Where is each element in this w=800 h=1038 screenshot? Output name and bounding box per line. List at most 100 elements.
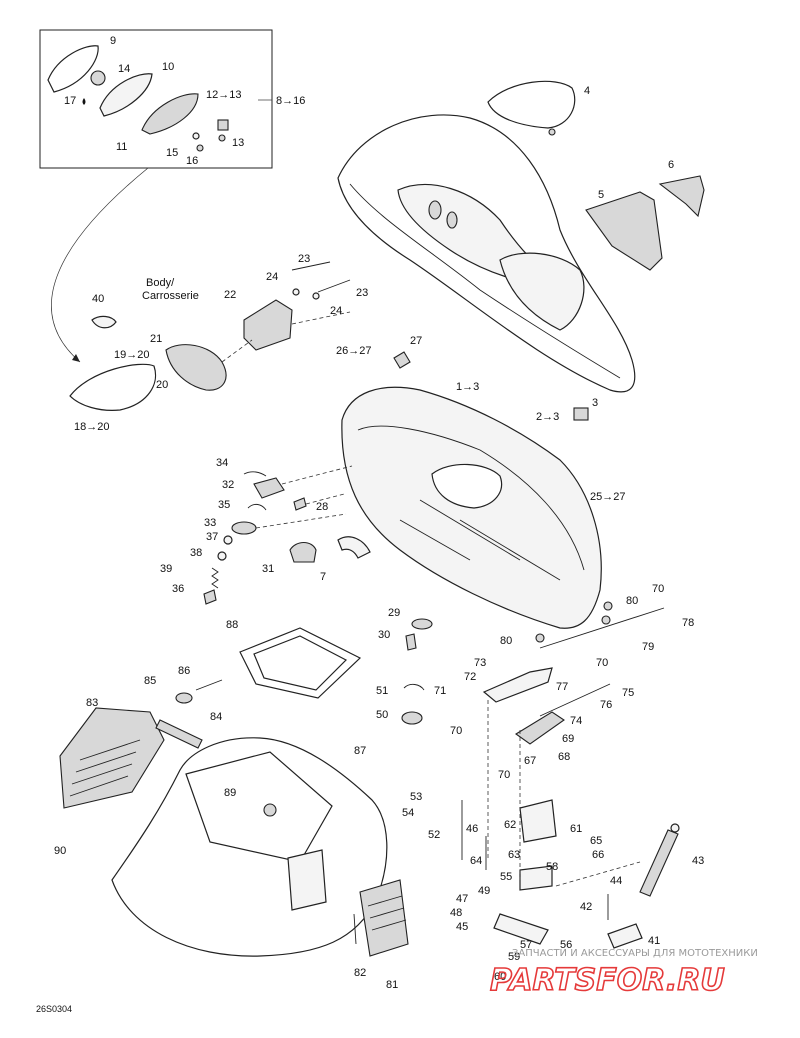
part-61-bracket xyxy=(519,799,557,843)
callout-56: 56 xyxy=(560,939,572,951)
callout-66: 66 xyxy=(592,849,604,861)
callout-32: 32 xyxy=(222,479,234,491)
dash-shock xyxy=(555,861,641,887)
part-23-bolt-b xyxy=(317,279,351,293)
part-4-stud xyxy=(548,128,556,136)
callout-23b: 23 xyxy=(356,287,368,299)
callout-62: 62 xyxy=(504,819,516,831)
callout-85: 85 xyxy=(144,675,156,687)
callout-80a: 80 xyxy=(626,595,638,607)
part-27-nut xyxy=(393,351,411,369)
dash-linkage xyxy=(487,700,521,880)
callout-75: 75 xyxy=(622,687,634,699)
inset-arrow-icon xyxy=(72,354,80,362)
part-43-shock xyxy=(639,829,679,897)
part-28-screw xyxy=(293,497,307,511)
part-86-screw xyxy=(195,679,223,691)
callout-4: 4 xyxy=(584,85,590,97)
callout-48: 48 xyxy=(450,907,462,919)
callout-7: 7 xyxy=(320,571,326,583)
callout-12: 12→13 xyxy=(206,89,241,101)
callout-54: 54 xyxy=(402,807,414,819)
callout-64: 64 xyxy=(470,855,482,867)
callout-40: 40 xyxy=(92,293,104,305)
part-1-hole-b xyxy=(446,211,458,229)
callout-2: 2→3 xyxy=(536,411,559,423)
callout-20: 20 xyxy=(156,379,168,391)
callout-27: 27 xyxy=(410,335,422,347)
part-11-mirror-housing xyxy=(141,93,199,135)
part-15-washer xyxy=(192,132,200,140)
part-1-console xyxy=(499,252,585,331)
callout-51: 51 xyxy=(376,685,388,697)
part-17-drop-icon xyxy=(82,98,86,105)
callout-90: 90 xyxy=(54,845,66,857)
callout-84: 84 xyxy=(210,711,222,723)
dash-knob-to-frame xyxy=(255,513,347,529)
part-81-vent-slats xyxy=(367,895,407,931)
part-77-bracket xyxy=(482,667,553,703)
callout-58: 58 xyxy=(546,861,558,873)
part-9-mirror-glass xyxy=(47,45,99,93)
callout-1: 1→3 xyxy=(456,381,479,393)
callout-49: 49 xyxy=(478,885,490,897)
callouts: 9 10 14 17 12→13 8→16 11 15 16 13 4 6 5 … xyxy=(36,35,704,1014)
part-7-hose xyxy=(337,536,371,559)
callout-13: 13 xyxy=(232,137,244,149)
callout-73: 73 xyxy=(474,657,486,669)
part-22-bracket xyxy=(243,299,293,351)
part-1-inner-line xyxy=(349,183,621,379)
callout-30: 30 xyxy=(378,629,390,641)
part-41-bracket xyxy=(607,923,643,949)
part-35-pin xyxy=(247,503,267,511)
part-87-bin-opening xyxy=(185,751,333,863)
callout-37: 37 xyxy=(206,531,218,543)
figure-code: 26S0304 xyxy=(36,1004,72,1014)
part-25-hatch-hole xyxy=(431,463,503,509)
body-label-line1: Body/ xyxy=(146,277,175,289)
part-80-bushing-a xyxy=(603,601,613,611)
part-30-bolt xyxy=(405,633,417,651)
watermark-logo: PARTSFOR.RU xyxy=(490,963,725,998)
callout-24b: 24 xyxy=(330,305,342,317)
callout-26: 26→27 xyxy=(336,345,371,357)
part-88-gasket-inner xyxy=(253,635,348,691)
callout-52: 52 xyxy=(428,829,440,841)
callout-39: 39 xyxy=(160,563,172,575)
callout-83: 83 xyxy=(86,697,98,709)
callout-70c: 70 xyxy=(450,725,462,737)
callout-10: 10 xyxy=(162,61,174,73)
part-16-nut xyxy=(196,144,204,152)
part-43-shock-end xyxy=(670,823,680,833)
callout-59: 59 xyxy=(508,951,520,963)
part-25-rib-c xyxy=(459,519,561,581)
callout-17: 17 xyxy=(64,95,76,107)
callout-8: 8→16 xyxy=(276,95,305,107)
callout-55: 55 xyxy=(500,871,512,883)
part-34-spring xyxy=(243,471,267,477)
callout-36: 36 xyxy=(172,583,184,595)
callout-82: 82 xyxy=(354,967,366,979)
callout-44: 44 xyxy=(610,875,622,887)
callout-86: 86 xyxy=(178,665,190,677)
part-39-spring xyxy=(211,567,219,589)
part-12-clip xyxy=(217,119,229,131)
callout-76: 76 xyxy=(600,699,612,711)
part-82-pin xyxy=(353,913,357,945)
callout-77: 77 xyxy=(556,681,568,693)
part-38-washer xyxy=(217,551,227,561)
inset-curve-leader xyxy=(51,167,149,363)
callout-14: 14 xyxy=(118,63,130,75)
callout-70d: 70 xyxy=(498,769,510,781)
callout-72: 72 xyxy=(464,671,476,683)
part-25-rib-b xyxy=(419,499,521,561)
callout-9: 9 xyxy=(110,35,116,47)
dash-latch-to-frame xyxy=(281,465,353,485)
callout-89: 89 xyxy=(224,787,236,799)
part-25-inner-rim xyxy=(357,425,585,571)
callout-65: 65 xyxy=(590,835,602,847)
callout-21: 21 xyxy=(150,333,162,345)
part-74-pad xyxy=(515,711,565,745)
part-78-rod xyxy=(539,607,665,649)
